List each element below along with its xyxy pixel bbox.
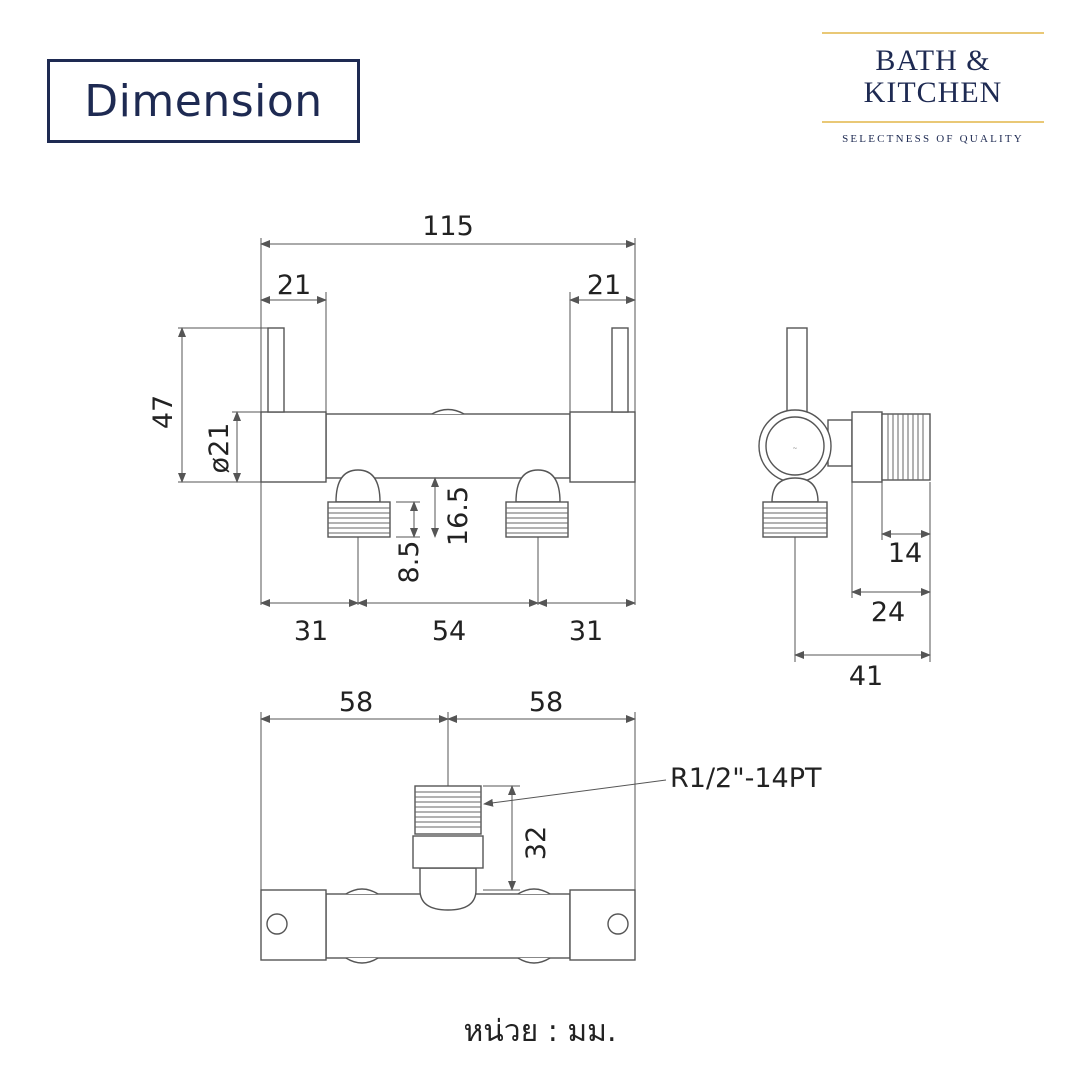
dim-label-left-half: 58 [339, 687, 373, 718]
front-left-outlet-thread [327, 501, 391, 538]
dim-label-right-half: 58 [529, 687, 563, 718]
bottom-inlet-thread-lines [415, 791, 481, 828]
bottom-top-bump-left [345, 888, 379, 895]
front-view: 115 21 21 47 ø21 16.5 8.5 31 54 31 [148, 211, 636, 647]
side-bottom-thread [762, 501, 828, 538]
bottom-top-bump-right [517, 888, 551, 895]
front-left-outlet-nut [335, 469, 381, 503]
side-extension-lines [794, 482, 931, 662]
front-body-tube [325, 413, 571, 479]
side-thread [881, 413, 931, 481]
dim-label-left-offset: 31 [294, 616, 328, 647]
front-right-outlet-nut [515, 469, 561, 503]
logo-name-line1: BATH & [875, 44, 991, 77]
bottom-bottom-bump-left [345, 957, 379, 964]
side-bottom-thread-lines [763, 507, 827, 534]
dim-label-right-cap: 21 [587, 270, 621, 301]
dim-label-overall-width: 115 [422, 211, 474, 242]
page-title: Dimension [84, 75, 323, 127]
logo-mid-rule [822, 121, 1044, 123]
side-collar [851, 411, 883, 483]
side-body-inner-circle [765, 416, 825, 476]
dim-label-height: 47 [148, 395, 179, 429]
dim-label-inlet-height: 32 [521, 826, 552, 860]
bottom-right-hole [607, 913, 629, 935]
bottom-left-hole [266, 913, 288, 935]
front-left-cap [260, 411, 327, 483]
dim-label-thread-length: 8.5 [394, 541, 425, 584]
dim-label-right-offset: 31 [569, 616, 603, 647]
dim-label-side-mid: 24 [871, 597, 905, 628]
side-thread-lines [887, 414, 924, 480]
side-bottom-nut [771, 477, 819, 503]
thread-spec-label: R1/2"-14PT [670, 763, 822, 794]
bottom-inlet-thread [414, 785, 482, 835]
logo-top-rule [822, 32, 1044, 34]
bottom-inlet-collar [412, 835, 484, 869]
title-box: Dimension [47, 59, 360, 143]
brand-logo: BATH & KITCHEN SELECTNESS OF QUALITY [822, 32, 1044, 152]
dim-label-outlet-spacing: 54 [432, 616, 466, 647]
logo-name-line2: KITCHEN [863, 76, 1003, 109]
logo-tagline: SELECTNESS OF QUALITY [842, 133, 1024, 145]
side-brand-mark-icon: ~ [792, 445, 797, 452]
thread-callout-leader [483, 779, 667, 807]
dim-label-side-thread: 14 [888, 538, 922, 569]
dim-label-left-cap: 21 [277, 270, 311, 301]
front-right-outlet-thread [505, 501, 569, 538]
front-top-bump [431, 408, 465, 415]
front-right-thread-lines [506, 507, 568, 534]
front-right-rod [611, 327, 629, 413]
dim-label-outlet-drop: 16.5 [443, 486, 474, 546]
side-view: ~ 14 24 41 [758, 327, 931, 692]
dim-label-side-overall: 41 [849, 661, 883, 692]
bottom-bottom-bump-right [517, 957, 551, 964]
side-neck [827, 419, 853, 467]
front-left-thread-lines [328, 507, 390, 534]
bottom-view: 58 58 32 R1/2"-14PT [260, 687, 822, 964]
bottom-inlet-stem [419, 867, 477, 911]
unit-label: หน่วย : มม. [463, 1014, 617, 1049]
side-rod [786, 327, 808, 419]
dim-label-diameter: ø21 [204, 423, 235, 474]
front-right-cap [569, 411, 636, 483]
front-left-rod [267, 327, 285, 413]
